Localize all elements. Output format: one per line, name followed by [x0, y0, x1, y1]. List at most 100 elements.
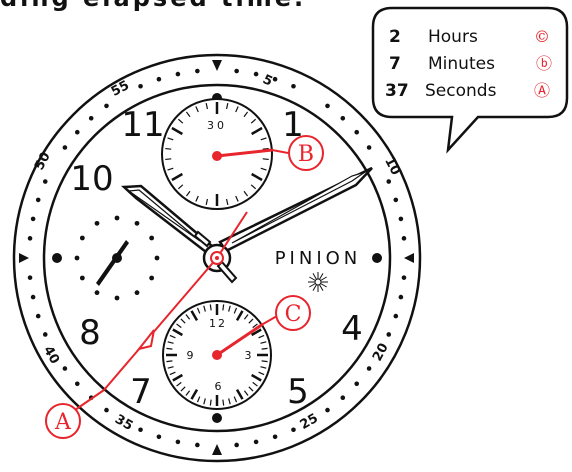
bezel-dot: [399, 217, 404, 222]
hour-dot: [52, 253, 62, 263]
minutes-subdial-label-30: 30: [207, 119, 227, 132]
bezel-dot: [43, 179, 48, 184]
bezel-dot: [254, 72, 259, 77]
minutes-tick: [263, 159, 269, 160]
brand-name: PINION: [275, 248, 362, 269]
bezel-dot: [43, 332, 48, 337]
running-seconds-dot: [135, 290, 140, 295]
bezel-dot: [234, 69, 239, 74]
bezel-dot: [354, 130, 359, 135]
bezel-dot: [36, 198, 41, 203]
bezel-dot: [393, 314, 398, 319]
hours-tick: [262, 348, 268, 349]
bezel-dot: [402, 275, 407, 280]
bezel-dot: [31, 295, 36, 300]
running-seconds-dot: [149, 276, 154, 281]
bezel-dot: [291, 84, 296, 89]
bezel-dot: [176, 440, 181, 445]
bezel-dot: [63, 145, 68, 150]
logo-center: [315, 279, 321, 285]
callout-a: A: [46, 404, 80, 438]
callout-c: C: [276, 296, 310, 330]
bezel-dot: [138, 427, 143, 432]
bezel-dot: [28, 236, 33, 241]
minutes-symbol: ⓑ: [536, 54, 552, 73]
running-seconds-dot: [149, 236, 154, 241]
bezel-dot: [63, 366, 68, 371]
bezel-dot: [402, 236, 407, 241]
minutes-unit: Minutes: [428, 54, 495, 74]
bezel-dot: [340, 116, 345, 121]
bezel-dot: [138, 84, 143, 89]
hour-numeral-5: 5: [287, 372, 309, 412]
bezel-dot: [325, 104, 330, 109]
running-seconds-dot: [80, 236, 85, 241]
hours-tick: [210, 304, 211, 310]
hours-subdial-label-12: 12: [209, 317, 227, 330]
running-seconds-dot: [115, 216, 120, 221]
seconds-unit: Seconds: [425, 81, 497, 101]
running-seconds-dot: [80, 276, 85, 281]
bezel-dot: [195, 69, 200, 74]
bezel-dot: [325, 408, 330, 413]
hours-unit: Hours: [428, 27, 478, 47]
callout-b-letter: B: [298, 142, 314, 167]
bezel-dot: [36, 314, 41, 319]
bezel-dot: [234, 443, 239, 448]
bezel-dot: [386, 332, 391, 337]
bezel-dot: [157, 77, 162, 82]
bezel-dot: [367, 145, 372, 150]
hours-subdial-label-9: 9: [187, 349, 194, 362]
bezel-dot: [157, 434, 162, 439]
minutes-tick: [165, 159, 171, 160]
hours-tick: [223, 400, 224, 406]
callout-a-letter: A: [54, 410, 72, 435]
callout-b: B: [289, 136, 323, 170]
bezel-dot: [195, 443, 200, 448]
hours-tick: [166, 361, 172, 362]
bezel-dot: [28, 275, 33, 280]
bezel-dot: [399, 295, 404, 300]
minutes-tick: [165, 149, 171, 150]
callout-c-letter: C: [285, 302, 302, 327]
bezel-dot: [104, 408, 109, 413]
hour-dot: [372, 253, 382, 263]
bezel-dot: [393, 198, 398, 203]
bezel-dot: [254, 440, 259, 445]
bezel-dot: [291, 427, 296, 432]
bezel-dot: [367, 366, 372, 371]
hours-tick: [210, 400, 211, 406]
bezel-dot: [176, 72, 181, 77]
header-text: ding elapsed time.: [0, 0, 572, 12]
time-bubble: 2 Hours © 7 Minutes ⓑ 37 Seconds Ⓐ: [373, 8, 567, 150]
minutes-value: 7: [389, 54, 401, 74]
running-seconds-dot: [135, 221, 140, 226]
hour-numeral-7: 7: [130, 372, 152, 412]
hours-subdial-label-3: 3: [245, 349, 252, 362]
seconds-value: 37: [385, 81, 409, 101]
bezel-dot: [386, 179, 391, 184]
hour-numeral-11: 11: [121, 105, 164, 145]
bezel-dot: [89, 116, 94, 121]
hour-dot: [212, 413, 222, 423]
bezel-dot: [354, 381, 359, 386]
seconds-symbol: Ⓐ: [534, 81, 550, 100]
bezel-dot: [340, 395, 345, 400]
hour-numeral-4: 4: [341, 309, 363, 349]
running-seconds-dot: [95, 290, 100, 295]
hours-value: 2: [389, 27, 401, 47]
bezel-dot: [75, 381, 80, 386]
running-seconds-dot: [155, 256, 160, 261]
hours-subdial-label-6: 6: [215, 380, 222, 393]
bezel-dot: [31, 217, 36, 222]
hours-tick: [223, 304, 224, 310]
running-seconds-dot: [115, 296, 120, 301]
bezel-dot: [273, 434, 278, 439]
bezel-dot: [75, 130, 80, 135]
hours-tick: [262, 361, 268, 362]
running-seconds-dot: [95, 221, 100, 226]
running-seconds-dot: [75, 256, 80, 261]
hour-numeral-8: 8: [79, 313, 101, 353]
